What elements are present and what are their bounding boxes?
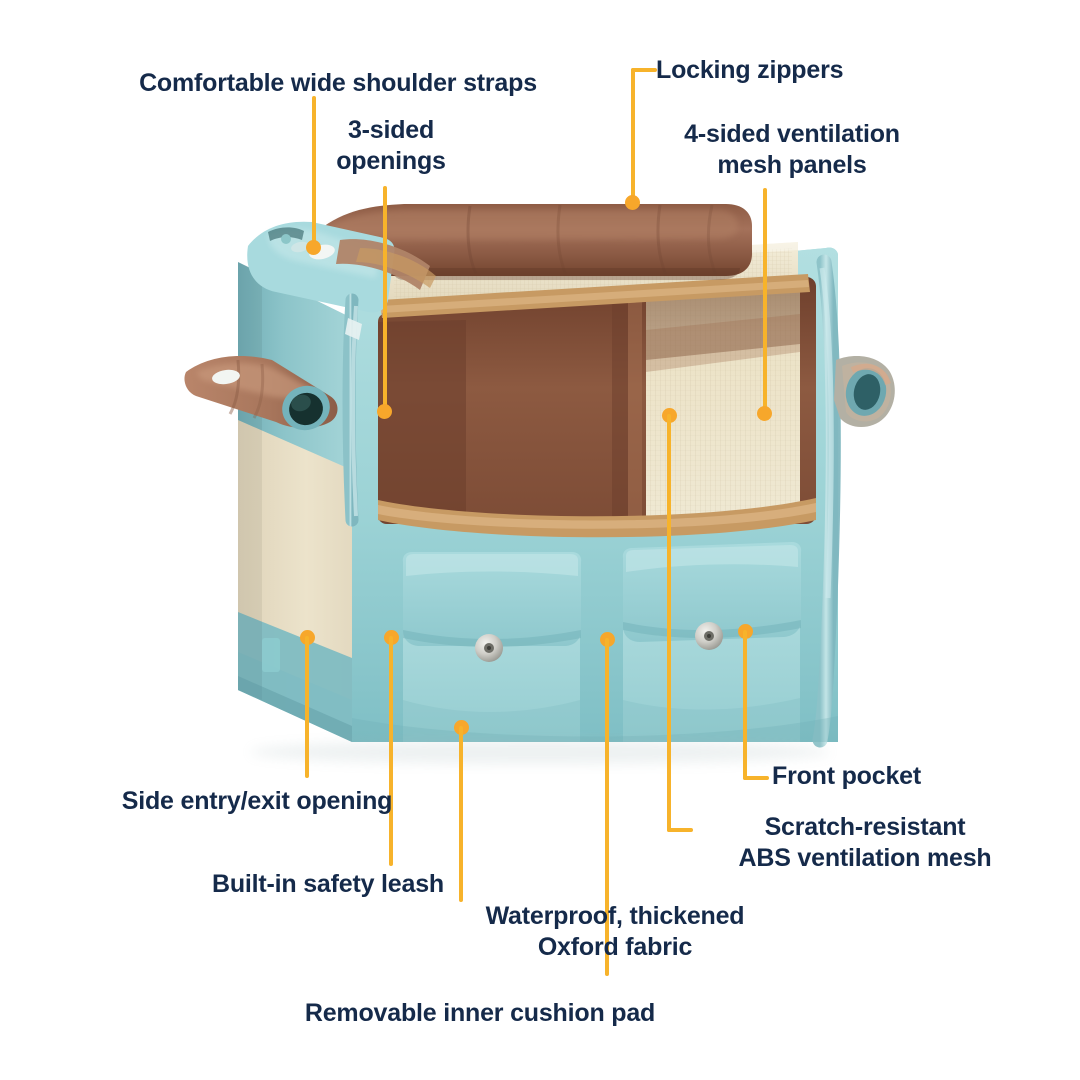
label-ventilation-mesh: 4-sided ventilation mesh panels xyxy=(684,120,900,179)
label-shoulder-straps: Comfortable wide shoulder straps xyxy=(139,69,537,97)
label-front-pocket: Front pocket xyxy=(772,762,921,790)
label-locking-zippers: Locking zippers xyxy=(656,56,844,84)
label-three-sided-openings: 3-sided openings xyxy=(336,116,446,175)
front-pocket-left xyxy=(402,552,582,742)
label-safety-leash: Built-in safety leash xyxy=(212,870,444,898)
label-cushion-pad: Removable inner cushion pad xyxy=(304,999,656,1027)
label-side-entry: Side entry/exit opening xyxy=(121,787,393,815)
right-shoulder-strap xyxy=(834,356,895,427)
front-pocket-right xyxy=(622,542,802,742)
label-oxford-fabric: Waterproof, thickened Oxford fabric xyxy=(485,902,745,961)
left-shoulder-strap xyxy=(184,356,338,431)
label-abs-mesh: Scratch-resistant ABS ventilation mesh xyxy=(738,813,992,872)
